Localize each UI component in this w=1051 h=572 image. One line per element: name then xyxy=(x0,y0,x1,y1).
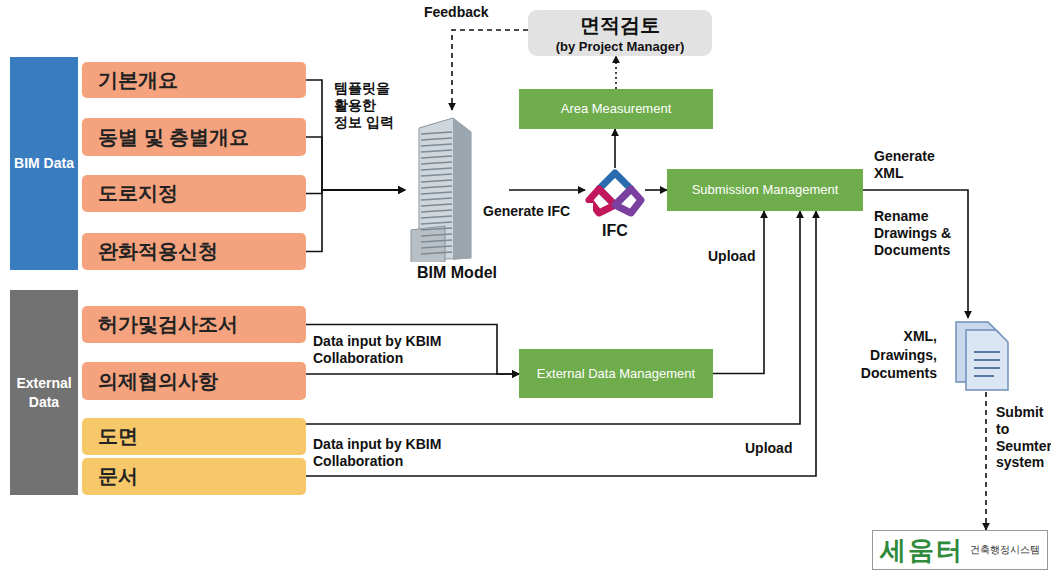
node-text: 의제협의사항 xyxy=(98,368,218,395)
node-text: 도로지정 xyxy=(98,180,178,207)
dashed-arrow xyxy=(615,56,617,89)
document-icon xyxy=(950,318,1010,392)
flow-arrow xyxy=(306,211,816,476)
process-box: Area Measurement xyxy=(519,89,713,129)
dashed-arrow xyxy=(985,392,987,530)
flow-arrow xyxy=(306,190,405,252)
flow-arrow xyxy=(306,137,405,190)
side-band: External Data xyxy=(10,290,78,495)
flow-arrow xyxy=(614,129,616,168)
input-box: 완화적용신청 xyxy=(82,233,306,270)
process-box: External Data Management xyxy=(519,349,713,398)
node-text: Submission Management xyxy=(692,181,839,199)
edge-label: Data input by KBIM Collaboration xyxy=(313,436,493,470)
input-box: 도로지정 xyxy=(82,175,306,212)
node-text: External Data xyxy=(14,374,74,410)
flow-arrow xyxy=(863,190,968,318)
flow-arrow xyxy=(713,211,764,374)
node-text: BIM Model xyxy=(417,264,497,282)
edge-label: Generate IFC xyxy=(483,203,593,220)
flow-arrow xyxy=(306,325,519,375)
edge-label: Submit to Seumter system xyxy=(996,404,1051,471)
node-text: Area Measurement xyxy=(561,100,672,118)
bim-model: BIM Model xyxy=(405,110,509,282)
input-box: 문서 xyxy=(82,458,306,495)
node-text: IFC xyxy=(602,222,628,240)
flow-arrow xyxy=(509,189,585,191)
node-text: 문서 xyxy=(98,463,138,490)
node-text: 세움터 xyxy=(880,533,964,568)
flow-arrow xyxy=(306,373,519,375)
edge-label: Upload xyxy=(708,248,758,265)
node-text: BIM Data xyxy=(14,154,74,172)
node-text: 건축행정시스템 xyxy=(970,543,1040,557)
input-box: 의제협의사항 xyxy=(82,362,306,400)
dashed-arrow xyxy=(452,30,528,110)
note-label: Rename Drawings & Documents xyxy=(874,208,964,258)
flow-arrow xyxy=(306,211,800,424)
review-box: 면적검토(by Project Manager) xyxy=(528,10,712,56)
node-text: XML, Drawings, Documents xyxy=(845,327,937,384)
edge-label: Generate XML xyxy=(874,148,964,182)
input-box: 도면 xyxy=(82,418,306,455)
flow-arrow xyxy=(306,80,405,190)
flow-arrow xyxy=(645,189,667,191)
node-text: 면적검토 xyxy=(580,12,660,39)
note-label: 템플릿을 활용한 정보 입력 xyxy=(334,80,406,130)
edge-label: Data input by KBIM Collaboration xyxy=(313,333,493,367)
node-text: 완화적용신청 xyxy=(98,238,218,265)
building-illustration xyxy=(405,110,485,262)
ifc-symbol xyxy=(585,168,645,218)
ifc-logo: IFC xyxy=(585,168,645,240)
node-text: 도면 xyxy=(98,423,138,450)
node-text: 기본개요 xyxy=(98,67,178,94)
process-box: Submission Management xyxy=(667,169,863,211)
node-text: (by Project Manager) xyxy=(556,39,685,54)
input-box: 동별 및 층별개요 xyxy=(82,118,306,156)
input-box: 기본개요 xyxy=(82,62,306,98)
edge-label: Upload xyxy=(745,440,795,457)
node-text: 동별 및 층별개요 xyxy=(98,124,249,151)
input-box: 허가및검사조서 xyxy=(82,306,306,343)
node-text: External Data Management xyxy=(537,365,695,383)
side-band: BIM Data xyxy=(10,57,78,270)
system-logo: 세움터 건축행정시스템 xyxy=(872,530,1048,570)
edge-label: Feedback xyxy=(424,4,504,21)
document-stack: XML, Drawings, Documents xyxy=(845,318,1010,392)
node-text: 허가및검사조서 xyxy=(98,311,238,338)
